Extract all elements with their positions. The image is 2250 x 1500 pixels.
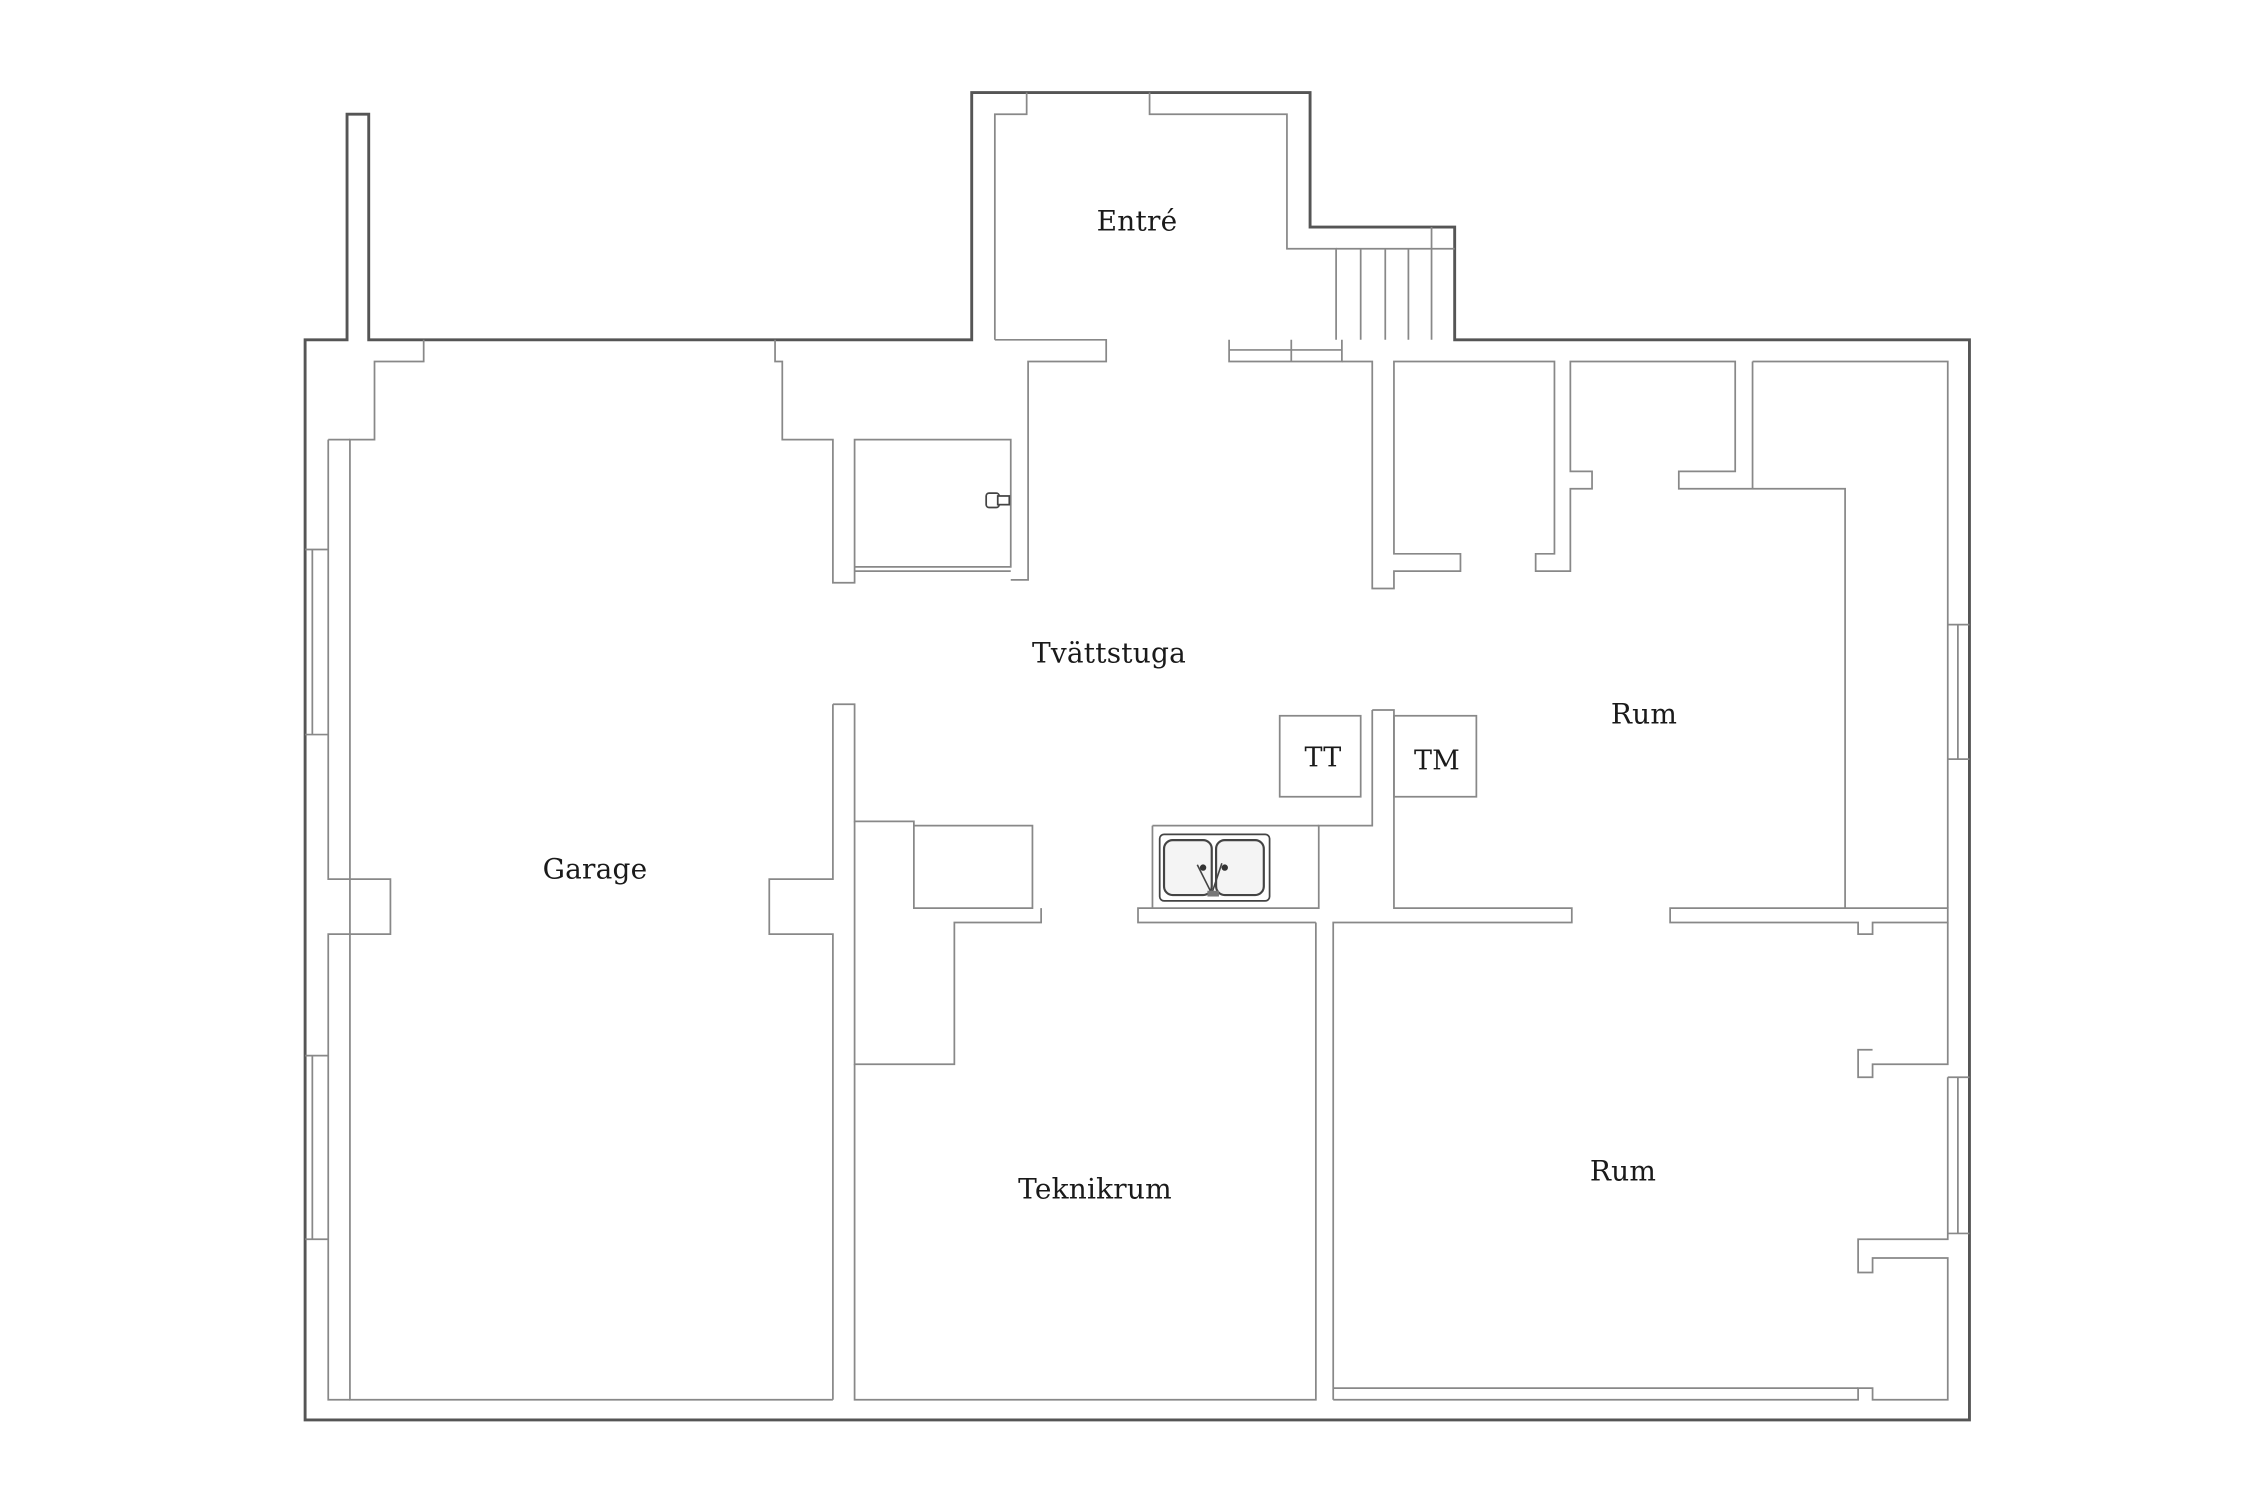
washing-machine-box — [1393, 714, 1478, 798]
double-sink-icon — [1158, 833, 1271, 902]
room-label-tvattstuga: Tvättstuga — [1032, 636, 1186, 670]
room-label-rum-upper: Rum — [1610, 697, 1678, 731]
room-label-rum-lower: Rum — [1589, 1154, 1657, 1188]
room-label-teknikrum: Teknikrum — [1018, 1172, 1172, 1206]
appliance-label-tumble-dryer: TT — [1304, 742, 1342, 774]
room-label-garage: Garage — [542, 852, 648, 886]
appliance-label-washing-machine: TM — [1413, 745, 1461, 777]
interior-walls — [305, 92, 1970, 1401]
outer-wall — [303, 91, 1971, 1422]
room-label-entre: Entré — [1096, 204, 1178, 238]
wall-fixture-icon — [985, 492, 1011, 509]
appliance-boxes — [1278, 714, 1478, 798]
tumble-dryer-box — [1278, 714, 1362, 798]
